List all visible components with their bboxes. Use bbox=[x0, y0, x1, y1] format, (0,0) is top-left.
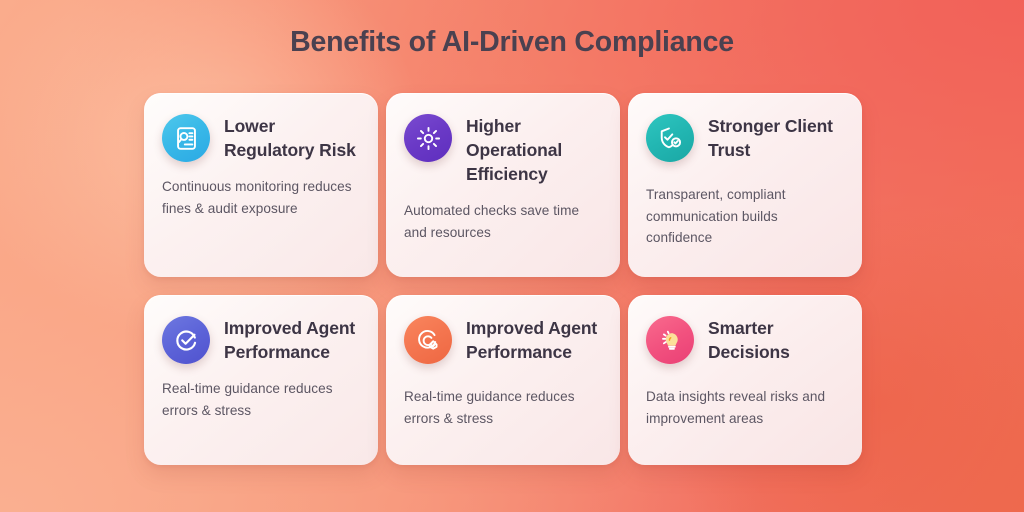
card-title: Improved Agent Performance bbox=[224, 318, 356, 363]
card-description: Real-time guidance reduces errors & stre… bbox=[162, 381, 333, 418]
lightbulb-icon bbox=[646, 316, 694, 364]
document-search-icon bbox=[162, 114, 210, 162]
card-description: Transparent, compliant communication bui… bbox=[646, 187, 786, 246]
benefit-card[interactable]: Improved Agent Performance Real-time gui… bbox=[386, 295, 620, 465]
card-header: Higher Operational Efficiency bbox=[404, 113, 602, 186]
benefit-card[interactable]: Lower Regulatory Risk Continuous monitor… bbox=[144, 93, 378, 277]
card-title: Smarter Decisions bbox=[708, 318, 790, 363]
benefit-card-grid: Lower Regulatory Risk Continuous monitor… bbox=[144, 93, 862, 465]
shield-check-icon bbox=[646, 114, 694, 162]
card-header: Smarter Decisions bbox=[646, 315, 844, 364]
card-description: Automated checks save time and resources bbox=[404, 203, 580, 240]
card-title: Stronger Client Trust bbox=[708, 116, 833, 161]
card-description: Continuous monitoring reduces fines & au… bbox=[162, 179, 352, 216]
card-title: Lower Regulatory Risk bbox=[224, 116, 356, 161]
benefit-card[interactable]: Smarter Decisions Data insights reveal r… bbox=[628, 295, 862, 465]
page-title: Benefits of AI-Driven Compliance bbox=[290, 26, 734, 58]
target-check-icon bbox=[404, 316, 452, 364]
check-circle-icon bbox=[162, 316, 210, 364]
card-header: Stronger Client Trust bbox=[646, 113, 844, 162]
benefit-card[interactable]: Improved Agent Performance Real-time gui… bbox=[144, 295, 378, 465]
benefit-card[interactable]: Higher Operational Efficiency Automated … bbox=[386, 93, 620, 277]
card-header: Lower Regulatory Risk bbox=[162, 113, 360, 162]
card-header: Improved Agent Performance bbox=[162, 315, 360, 364]
card-description: Data insights reveal risks and improveme… bbox=[646, 389, 826, 426]
card-title: Improved Agent Performance bbox=[466, 318, 598, 363]
gear-icon bbox=[404, 114, 452, 162]
card-header: Improved Agent Performance bbox=[404, 315, 602, 364]
card-description: Real-time guidance reduces errors & stre… bbox=[404, 389, 575, 426]
benefit-card[interactable]: Stronger Client Trust Transparent, compl… bbox=[628, 93, 862, 277]
card-title: Higher Operational Efficiency bbox=[466, 116, 563, 185]
